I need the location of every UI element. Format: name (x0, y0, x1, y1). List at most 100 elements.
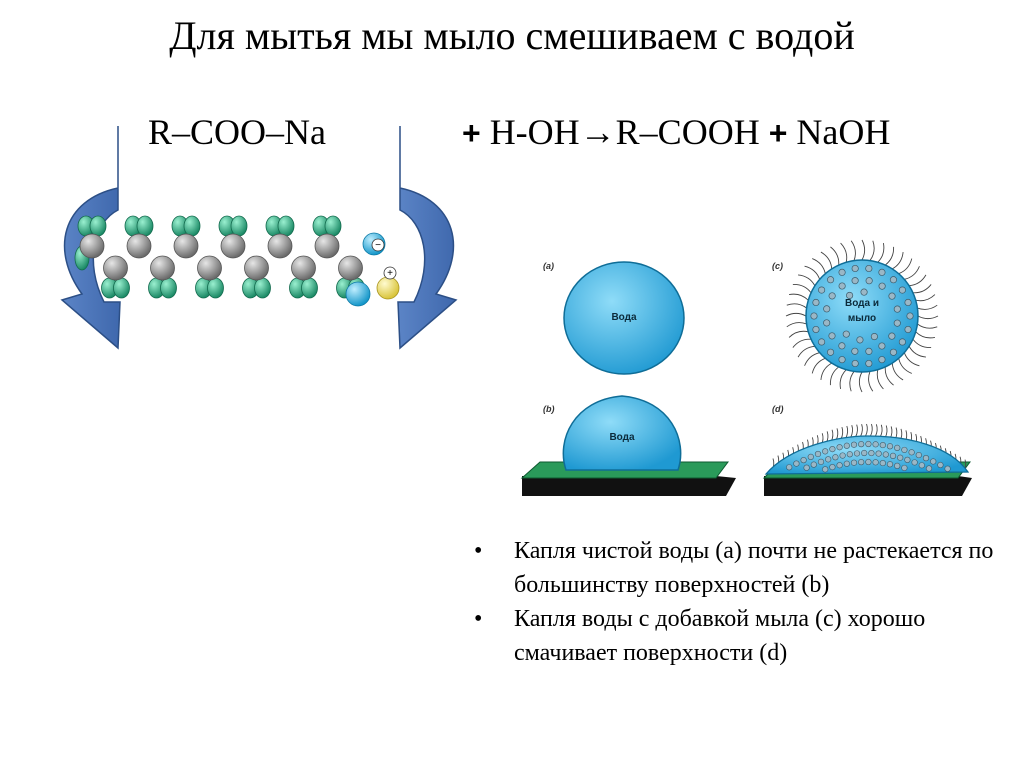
surfactant-head (872, 459, 879, 466)
surfactant-head (851, 359, 859, 368)
surfactant-head (875, 450, 882, 457)
hydrogen-atom (324, 215, 342, 237)
surfactant-head (861, 449, 868, 457)
surfactant-tail (811, 357, 826, 374)
surfactant-head (898, 286, 906, 294)
surfactant-head (814, 450, 822, 458)
carbon-atom (173, 233, 199, 259)
surfactant-tail (849, 371, 855, 392)
hydrogen-atom (113, 277, 130, 299)
surfactant-tail (792, 283, 812, 294)
carbon-atom (150, 255, 175, 281)
surfactant-head (856, 336, 864, 344)
surfactant-tail (884, 425, 888, 438)
surfactant-tail (788, 293, 809, 301)
positive-charge-marker (383, 266, 397, 280)
surfactant-head (915, 451, 922, 459)
surfactant-tail (876, 369, 884, 390)
surfactant-tail (820, 251, 833, 269)
surfactant-head (889, 276, 897, 284)
panel-b-label: (b) (543, 404, 555, 414)
surfactant-head (944, 465, 951, 472)
surfactant-head (818, 338, 826, 346)
surfactant-head (858, 459, 865, 466)
surfactant-head (832, 454, 839, 461)
surfactant-head (888, 292, 896, 300)
equation-product-base: NaOH (796, 112, 891, 152)
surfactant-head (839, 452, 846, 459)
surfactant-tail (903, 352, 920, 367)
surfactant-tail (892, 252, 904, 270)
surfactant-head (904, 456, 911, 463)
surfactant-head (850, 459, 858, 466)
surfactant-tail (785, 312, 807, 317)
surfactant-head (908, 449, 915, 456)
surfactant-tail (909, 274, 927, 287)
sodium-atom (376, 276, 400, 300)
surfactant-head (828, 292, 836, 300)
surfactant-tail (891, 363, 904, 381)
surfactant-head (838, 342, 846, 350)
carbon-atom (220, 233, 246, 259)
surfactant-head (846, 291, 854, 299)
surfactant-head (812, 298, 820, 307)
surfactant-head (828, 332, 836, 340)
surfactant-tail (869, 240, 875, 261)
surfactant-head (803, 464, 810, 471)
explanation-list: Капля чистой воды (а) почти не растекает… (474, 534, 1014, 670)
surfactant-head (894, 444, 901, 451)
surfactant-tail (839, 369, 847, 390)
hydrogen-atom (230, 215, 248, 237)
surfactant-tail (908, 346, 926, 358)
surfactant-head (865, 264, 873, 273)
panel-c-drop-text-line2: мыло (848, 313, 876, 324)
surfactant-tail (792, 338, 812, 348)
panel-c-drop-text-line1: Вода и (845, 298, 879, 309)
bullet-item: Капля воды с добавкой мыла (с) хорошо см… (474, 602, 1014, 670)
panel-b-drop-on-surface: (b) Вода (520, 395, 736, 496)
surfactant-head (853, 450, 861, 457)
surfactant-head (893, 305, 901, 313)
soap-molecule-model (74, 215, 400, 307)
hydrogen-atom (160, 277, 177, 299)
surfactant-tail (898, 358, 912, 374)
oxygen-atom (345, 281, 371, 307)
surfactant-tail (840, 242, 848, 263)
surfactant-head (865, 458, 872, 466)
surfactant-head (829, 445, 836, 453)
surfactant-tail (855, 424, 858, 437)
right-curved-arrow (397, 126, 458, 350)
surfactant-head (865, 347, 873, 355)
surfactant-head (850, 441, 858, 448)
carbon-atom (291, 255, 316, 281)
surfactant-tail (879, 424, 883, 438)
hydrogen-atom (301, 277, 318, 299)
surfactant-head (843, 460, 850, 467)
surfactant-tail (786, 322, 807, 328)
surfactant-head (825, 456, 832, 463)
equation-right-side: + H-OH→R–COOH + NaOH (462, 112, 890, 153)
equation-water: H-OH (489, 112, 580, 152)
surfactant-tail (850, 240, 856, 261)
surfactant-tail (915, 294, 936, 302)
surfactant-head (879, 441, 886, 449)
surfactant-tail (917, 315, 939, 320)
surfactant-head (851, 277, 859, 285)
surfactant-tail (840, 426, 844, 440)
surfactant-head (911, 459, 918, 466)
panel-a-label: (a) (543, 261, 554, 271)
positive-charge-sign: + (387, 268, 393, 279)
surfactant-tail (797, 345, 815, 358)
surfactant-head (886, 461, 894, 468)
surfactant-head (838, 268, 846, 276)
surfactant-tail (904, 266, 920, 280)
hydrogen-atom (207, 277, 224, 299)
surfactant-head (918, 462, 925, 469)
surfactant-head (823, 305, 831, 313)
panel-c-soap-drop: (c) Вода и мыло (772, 239, 939, 393)
surfactant-tail (915, 331, 936, 339)
surfactant-tail (917, 323, 938, 329)
surfactant-head (872, 441, 879, 448)
surfactant-head (889, 452, 897, 460)
surfactant-head (925, 465, 933, 472)
